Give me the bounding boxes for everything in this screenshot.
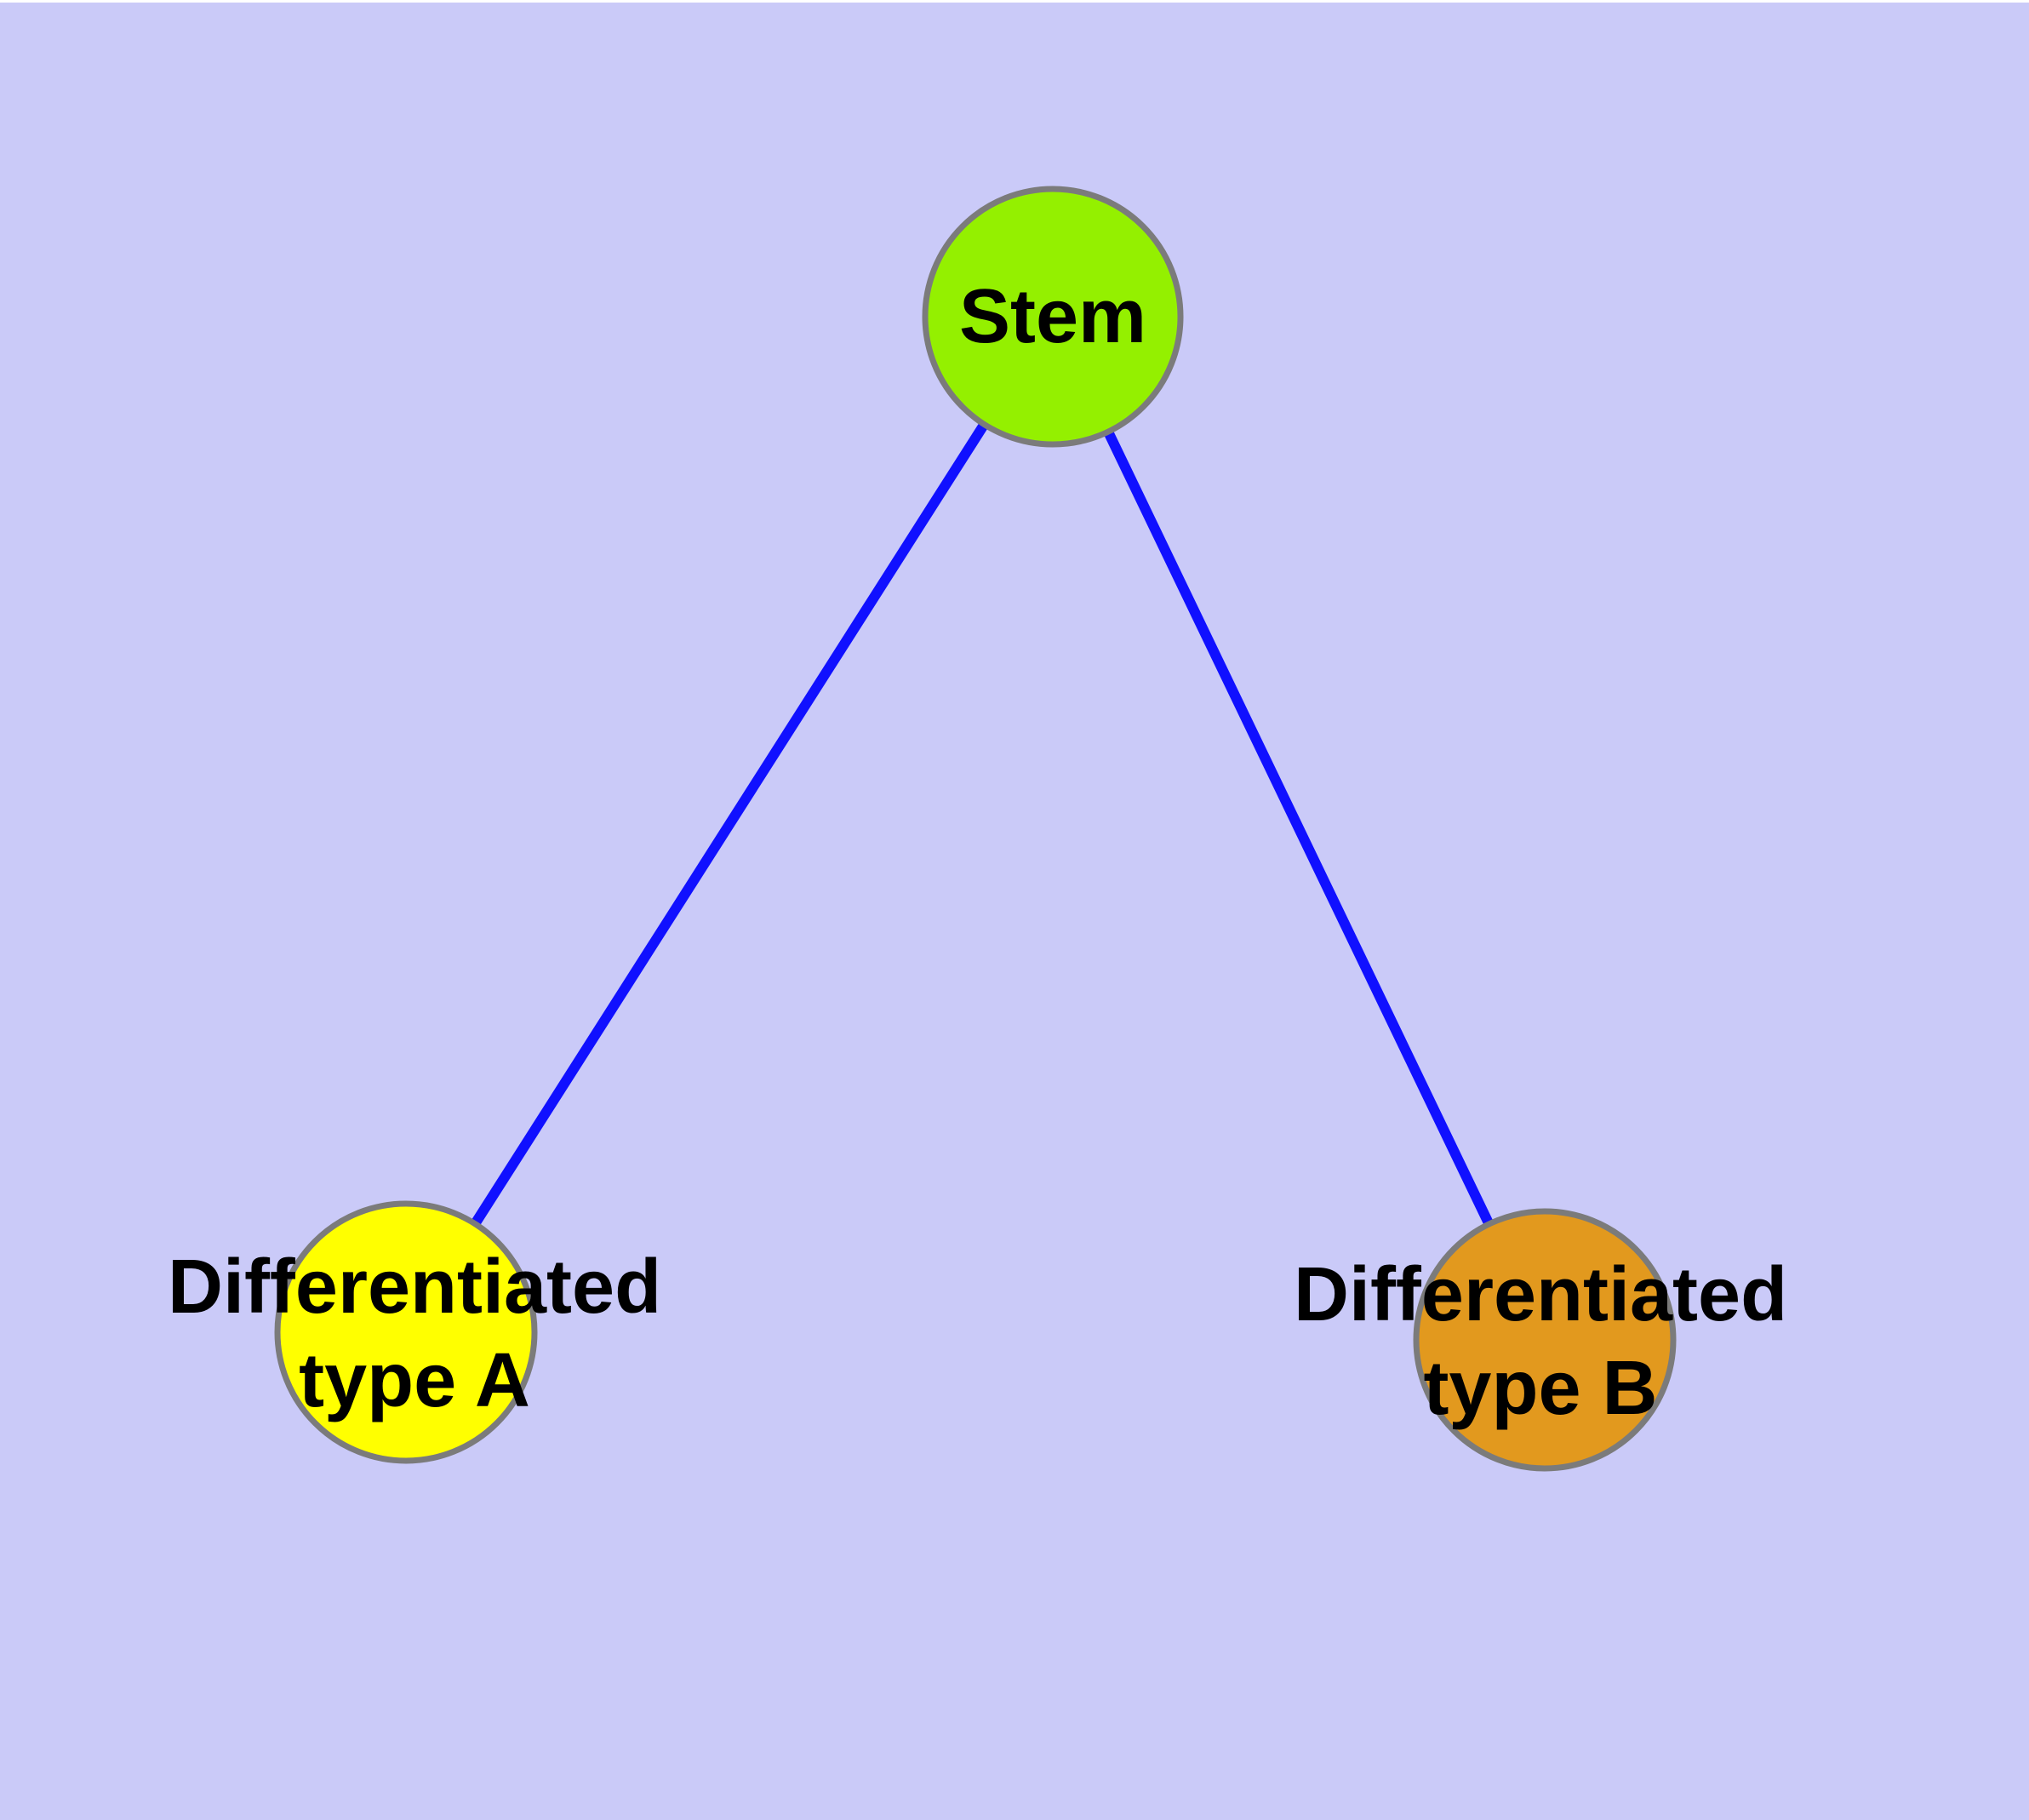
edge-stem-to-type-b: [1048, 314, 1550, 1342]
edge-stem-to-type-a: [401, 313, 1058, 1336]
differentiated-type-a-node[interactable]: [274, 1200, 538, 1464]
differentiated-type-b-node[interactable]: [1413, 1208, 1677, 1472]
stem-node[interactable]: [922, 186, 1184, 448]
